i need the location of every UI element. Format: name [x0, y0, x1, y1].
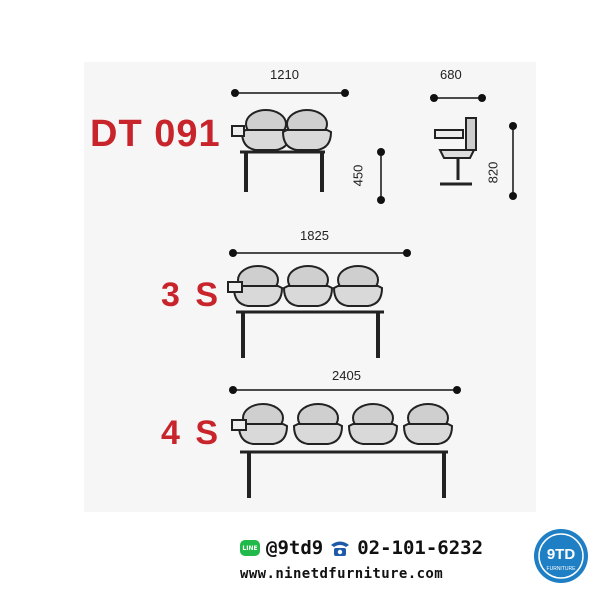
model-code: DT 091 [90, 113, 221, 155]
side-view-chair-drawing [434, 117, 477, 186]
dimension-width-3-seat: 1825 [300, 228, 329, 243]
logo-text: 9TD [547, 546, 576, 563]
line-id[interactable]: @9td9 [266, 537, 324, 559]
ninetd-logo: 9TD FURNITURE [534, 529, 588, 583]
dimension-line-2405 [229, 386, 461, 394]
four-seat-bench-drawing [231, 403, 453, 498]
telephone-icon [331, 541, 350, 556]
dimension-width-2-seat: 1210 [270, 67, 299, 82]
dimension-line-680 [430, 94, 486, 102]
four-seat-label: 4 S [161, 414, 222, 452]
two-seat-bench-drawing [231, 109, 332, 192]
dimension-line-1825 [229, 249, 411, 257]
logo-subtext: FURNITURE [547, 566, 577, 572]
dimension-line-820 [509, 122, 517, 200]
contact-row: LINE @9td9 02-101-6232 [240, 536, 483, 560]
dimension-line-450 [377, 148, 385, 204]
three-seat-bench-drawing [227, 265, 384, 358]
dimension-line-1210 [231, 89, 349, 97]
phone-number[interactable]: 02-101-6232 [357, 537, 484, 559]
website-link[interactable]: www.ninetdfurniture.com [240, 566, 444, 582]
dimension-depth: 680 [440, 67, 462, 82]
line-app-icon: LINE [240, 540, 260, 556]
dimension-width-4-seat: 2405 [332, 368, 361, 383]
three-seat-label: 3 S [161, 276, 222, 314]
